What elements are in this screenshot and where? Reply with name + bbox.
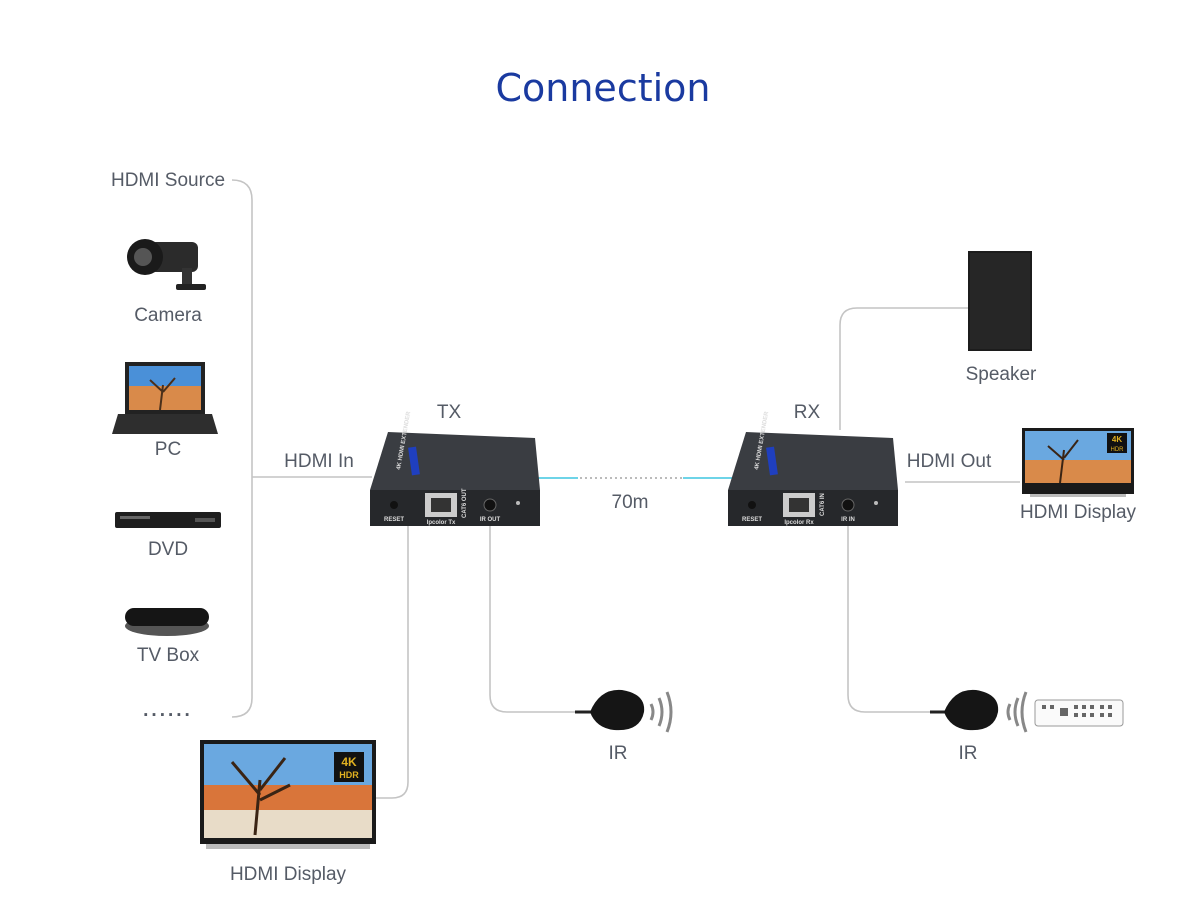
distance-label: 70m (612, 492, 649, 513)
speaker-wire (839, 307, 968, 430)
tx-label: TX (437, 402, 462, 423)
hdmi-display-tx-icon: 4K HDR (200, 740, 376, 849)
more-sources: ...... (143, 700, 193, 721)
rx-ir-port-label: IR IN (841, 517, 855, 523)
ir-signal-tx-icon (649, 691, 673, 733)
tx-port-label: CAT6 OUT (462, 488, 468, 518)
rx-extender-device: RESET Ipcolor Rx IR IN 4K HDMI EXTENDER … (728, 411, 898, 526)
ir-signal-rx-icon (1006, 691, 1028, 733)
hdmi-display-tx-label: HDMI Display (230, 864, 347, 885)
ir-out-wire (489, 525, 580, 713)
ir-rx-label: IR (959, 743, 978, 764)
hdmi-display-rx-icon: 4K HDR (1022, 428, 1134, 497)
speaker-icon (968, 251, 1032, 351)
remote-control-icon (1034, 699, 1124, 727)
tx-ir-port-label: IR OUT (480, 517, 501, 523)
source-camera-label: Camera (134, 305, 202, 326)
rx-port-label: CAT6 IN (820, 493, 826, 516)
tx-reset-label: RESET (384, 517, 404, 523)
display-rx-badge-4k: 4K (1112, 435, 1122, 444)
tx-loop-wire (376, 525, 409, 799)
hdmi-source-heading: HDMI Source (111, 170, 225, 191)
hdmi-display-rx-label: HDMI Display (1020, 502, 1137, 523)
display-rx-badge-hdr: HDR (1111, 447, 1125, 453)
source-dvd-label: DVD (148, 539, 188, 560)
display-tx-badge-4k: 4K (341, 755, 357, 769)
speaker-label: Speaker (966, 364, 1037, 385)
tx-brand-label: Ipcolor Tx (427, 520, 456, 526)
source-tvbox-label: TV Box (137, 645, 200, 666)
source-bracket (231, 179, 253, 718)
source-pc-label: PC (155, 439, 181, 460)
ir-receiver-rx-icon (930, 689, 999, 731)
laptop-icon (112, 362, 218, 434)
hdmi-out-label: HDMI Out (907, 451, 992, 472)
rx-label: RX (794, 402, 821, 423)
tx-extender-device: RESET Ipcolor Tx IR OUT 4K HDMI EXTENDER… (370, 411, 540, 526)
display-tx-badge-hdr: HDR (339, 770, 359, 780)
ir-in-wire (847, 525, 935, 713)
hdmi-in-label: HDMI In (284, 451, 354, 472)
page-title: Connection (495, 66, 710, 110)
dvd-player-icon (115, 512, 221, 528)
ir-tx-label: IR (609, 743, 628, 764)
camera-icon (127, 239, 206, 290)
tv-box-icon (125, 608, 209, 636)
rx-brand-label: Ipcolor Rx (784, 520, 814, 526)
ir-receiver-tx-icon (575, 689, 645, 731)
rx-reset-label: RESET (742, 517, 762, 523)
